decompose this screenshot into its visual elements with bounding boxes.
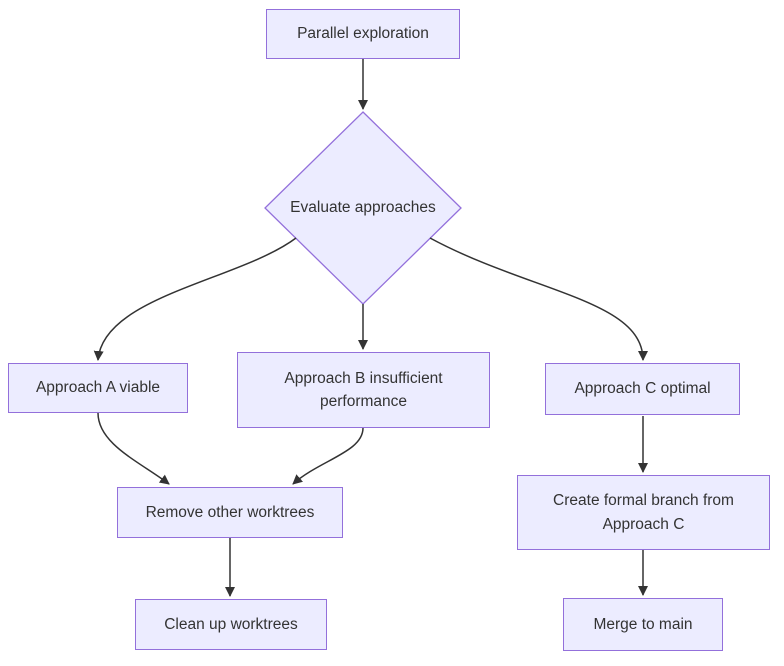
node-approach-b-insufficient: Approach B insufficient performance (237, 352, 490, 428)
node-approach-a-viable: Approach A viable (8, 363, 188, 413)
node-create-formal-branch: Create formal branch from Approach C (517, 475, 770, 550)
edge-approach-a-to-remove (97, 412, 170, 485)
node-evaluate-approaches: Evaluate approaches (290, 199, 436, 217)
node-merge-to-main: Merge to main (563, 598, 723, 651)
node-clean-up-worktrees: Clean up worktrees (135, 599, 327, 650)
edge-approach-b-to-remove (292, 427, 364, 485)
edge-evaluate-to-approach-c (429, 237, 648, 361)
edge-evaluate-to-approach-a (93, 237, 297, 361)
node-remove-other-worktrees: Remove other worktrees (117, 487, 343, 538)
node-parallel-exploration: Parallel exploration (266, 9, 460, 59)
node-approach-c-optimal: Approach C optimal (545, 363, 740, 415)
